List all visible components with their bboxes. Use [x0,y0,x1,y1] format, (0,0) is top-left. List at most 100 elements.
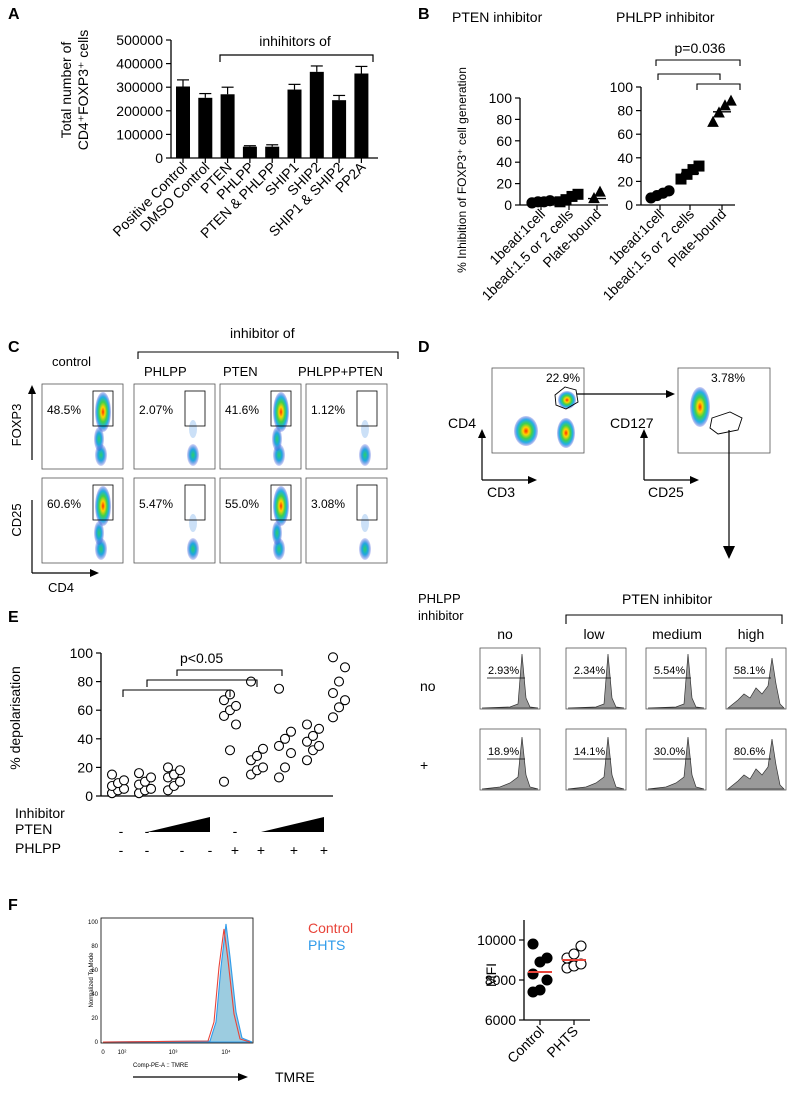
e-point [118,775,130,786]
d-plot2-pct: 3.78% [711,371,745,385]
b-title-right: PHLPP inhibitor [616,9,715,25]
e-point [133,768,145,779]
b-sig-bracket-1 [655,59,741,66]
b-ytick-label: 20 [496,176,512,192]
f-mfi-ytick-label: 8000 [485,972,516,988]
a-ylabel-2: CD4⁺FOXP3⁺ cells [75,30,91,151]
e-ytick-label: 80 [77,674,93,690]
e-point [327,712,339,723]
c-population-neg [359,444,371,466]
c-col-1: PHLPP [144,364,187,379]
d-plot2-ylabel: CD127 [610,415,654,431]
c-gate-pct: 55.0% [225,497,259,511]
e-point [230,700,242,711]
e-phlpp-sign: - [208,842,213,858]
f-mfi-point [527,968,539,980]
d-plot2-pop [690,387,710,427]
c-header: inhibitor of [230,325,295,341]
a-bar [265,146,280,158]
e-point [273,683,285,694]
e-point [174,776,186,787]
e-point [327,687,339,699]
f-mfi-ylabel: MFI [483,963,499,987]
point-triangle [725,94,737,106]
d-histogram-plot: 2.34% [565,647,627,710]
c-gate [356,484,378,521]
d-hist-pct: 14.1% [574,746,605,758]
d-hist-frame [645,728,707,791]
e-ytick-label: 20 [77,759,93,775]
f-mfi-point [534,984,546,996]
e-point [245,676,257,687]
c-gate [270,390,292,427]
e-bracket-3 [176,669,283,676]
e-sign-rows: -------++++ [119,823,328,858]
panel-a: Total number of CD4⁺FOXP3⁺ cells 0100000… [58,30,378,241]
e-point [285,726,297,737]
f-hist-ylabel: Normalized To Mode [89,952,95,1008]
d-hist-fill [567,736,625,790]
f-mfi-xtick-label: PHTS [543,1023,581,1061]
c-flow-plot: 60.6% [41,477,124,564]
b-sig-bracket-3 [696,83,741,90]
d-histogram-plot: 2.93% [479,647,541,710]
c-foxp3-arrowhead [28,385,36,394]
c-population-mid [94,521,104,545]
d-arrowhead-right-1 [528,476,537,484]
d-hist-fill [567,653,625,709]
point-circle [663,185,675,197]
c-plot-frame [305,477,388,564]
c-plot-frame [133,477,216,564]
d-hist-frame [565,728,627,791]
point-triangle [707,115,719,127]
b-ytick-label: 80 [617,103,633,119]
d-hist-fill [727,657,785,709]
d-down-arrowhead [723,546,735,559]
e-point [313,723,325,734]
e-phlpp-label: PHLPP [15,840,61,856]
c-plot-frame [133,383,216,470]
panel-c: control inhibitor of PHLPP PTEN PHLPP+PT… [9,325,399,595]
e-ytick-label: 40 [77,731,93,747]
e-phlpp-sign: + [257,842,265,858]
f-mfi-xtick-label: Control [504,1023,547,1066]
f-legend-phts: PHTS [308,937,345,953]
e-point [333,676,345,687]
d-col-no: no [497,626,513,642]
e-point [257,762,269,773]
d-hist-fill [481,736,539,790]
d-plot2-gate [709,411,743,435]
c-control-label: control [52,354,91,369]
d-hist-fill [727,738,785,790]
e-phlpp-sign: - [145,842,150,858]
point-triangle [594,185,606,197]
e-pten-wedge-1 [147,817,210,832]
panel-label-a: A [8,6,20,23]
e-point [106,769,118,780]
c-gate [270,484,292,521]
c-population-pos [273,392,289,432]
f-mfi-ytick-label: 10000 [477,932,516,948]
c-population-sparse [361,420,369,438]
e-pten-label: PTEN [15,821,52,837]
f-hist-ytick: 20 [91,1016,98,1022]
e-phlpp-sign: - [180,842,185,858]
c-population-sparse [189,514,197,532]
e-point [230,719,242,730]
c-flow-plot: 3.08% [305,477,388,564]
f-hist-frame [100,917,254,1044]
b-pvalue: p=0.036 [675,40,726,56]
f-control-curve [102,928,251,1043]
d-histogram-plot: 5.54% [645,647,707,710]
c-col-2: PTEN [223,364,258,379]
e-pvalue: p<0.05 [180,650,223,666]
e-points [106,652,351,799]
d-plot1-pop-c [558,391,576,409]
f-hist-xlabel: Comp-PE-A :: TMRE [133,1063,188,1069]
c-gate-pct: 60.6% [47,497,81,511]
c-plot-frame [219,383,302,470]
